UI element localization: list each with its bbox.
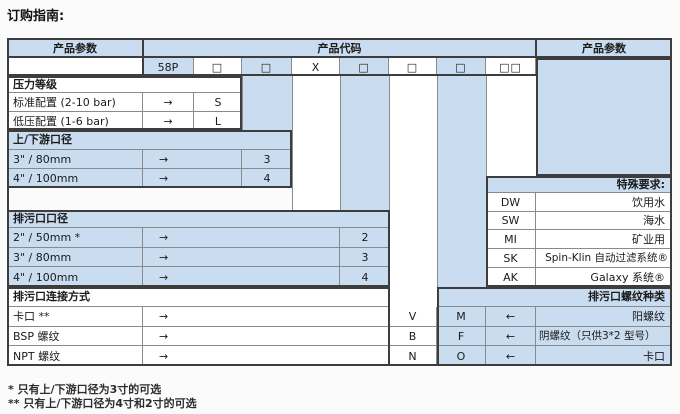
section-title-flow-diameter: 上/下游口径 (7, 130, 292, 150)
row-code: SW (486, 212, 536, 230)
code-cell-box-6: □□ (486, 58, 536, 76)
row-label: NPT 螺纹 (7, 346, 143, 366)
row-label: BSP 螺纹 (7, 327, 143, 346)
section-title-thread-type: 排污口螺纹种类 (437, 287, 672, 307)
footnote-2: ** 只有上/下游口径为4寸和2寸的可选 (8, 397, 197, 410)
code-cell-box-3: □ (340, 58, 389, 76)
code-cell-box-4: □ (389, 58, 437, 76)
right-arrow-icon: → (143, 307, 389, 327)
code-column-stripe (389, 76, 437, 307)
right-arrow-icon: → (143, 112, 194, 130)
row-code: 4 (340, 267, 390, 287)
row-label: 4" / 100mm (7, 169, 143, 188)
row-desc: 卡口 (536, 346, 672, 366)
code-cell-box-2: □ (242, 58, 292, 76)
left-arrow-icon: ← (486, 327, 536, 346)
row-label: Galaxy 系统® (536, 268, 672, 287)
code-column-stripe (340, 76, 389, 210)
left-arrow-icon: ← (486, 307, 536, 327)
row-code: V (389, 307, 437, 327)
row-code: 3 (340, 248, 390, 267)
header-product-params-left: 产品参数 (7, 38, 143, 58)
row-code: N (389, 346, 437, 366)
row-desc: 阴螺纹（只供3*2 型号） (536, 327, 672, 346)
row-label: 4" / 100mm (7, 267, 143, 287)
row-code: 3 (242, 150, 292, 169)
row-label: 2" / 50mm * (7, 228, 143, 248)
row-label: 3" / 80mm (7, 248, 143, 267)
row-code: AK (486, 268, 536, 287)
page-title: 订购指南: (7, 9, 65, 24)
row-label: 标准配置 (2-10 bar) (7, 93, 143, 112)
row-code: S (194, 93, 242, 112)
right-arrow-icon: → (143, 228, 340, 248)
section-title-special: 特殊要求: (486, 176, 672, 193)
row-label: 矿业用 (536, 230, 672, 249)
divider (142, 38, 144, 76)
code-column-stripe (292, 76, 340, 210)
row-code: 4 (242, 169, 292, 188)
right-arrow-icon: → (143, 93, 194, 112)
code-cell-base-model: 58P (143, 58, 194, 76)
row-code: SK (486, 249, 536, 268)
right-arrow-icon: → (143, 248, 340, 267)
right-arrow-icon: → (143, 267, 340, 287)
section-title-pressure: 压力等级 (7, 76, 242, 93)
right-arrow-icon: → (143, 327, 389, 346)
left-arrow-icon: ← (486, 346, 536, 366)
row-label: 3" / 80mm (7, 150, 143, 169)
row-code: B (389, 327, 437, 346)
row-code: DW (486, 193, 536, 212)
row-label: 海水 (536, 212, 672, 230)
right-arrow-icon: → (143, 346, 389, 366)
row-desc: 阳螺纹 (536, 307, 672, 327)
code-column-stripe (486, 76, 536, 176)
row-code: 2 (340, 228, 390, 248)
header-product-code: 产品代码 (143, 38, 536, 58)
code-column-stripe (437, 76, 486, 287)
row-label: Spin-Klin 自动过滤系统® (536, 249, 672, 268)
row-code: O (437, 346, 486, 366)
row-code: F (437, 327, 486, 346)
footnote-1: * 只有上/下游口径为3寸的可选 (8, 383, 162, 396)
right-arrow-icon: → (143, 169, 242, 188)
header-product-params-right: 产品参数 (536, 38, 672, 58)
right-params-panel (536, 58, 672, 176)
row-label: 低压配置 (1-6 bar) (7, 112, 143, 130)
row-label: 饮用水 (536, 193, 672, 212)
row-label: 卡口 ** (7, 307, 143, 327)
right-arrow-icon: → (143, 150, 242, 169)
code-cell-x: X (292, 58, 340, 76)
section-title-drain-connection: 排污口连接方式 (7, 287, 390, 307)
divider (535, 38, 537, 58)
code-cell-box-5: □ (437, 58, 486, 76)
row-code: L (194, 112, 242, 130)
section-title-drain-diameter: 排污口口径 (7, 210, 390, 228)
code-cell-box-1: □ (194, 58, 242, 76)
code-column-stripe (242, 76, 292, 130)
row-code: M (437, 307, 486, 327)
row-code: MI (486, 230, 536, 249)
divider (7, 74, 536, 76)
